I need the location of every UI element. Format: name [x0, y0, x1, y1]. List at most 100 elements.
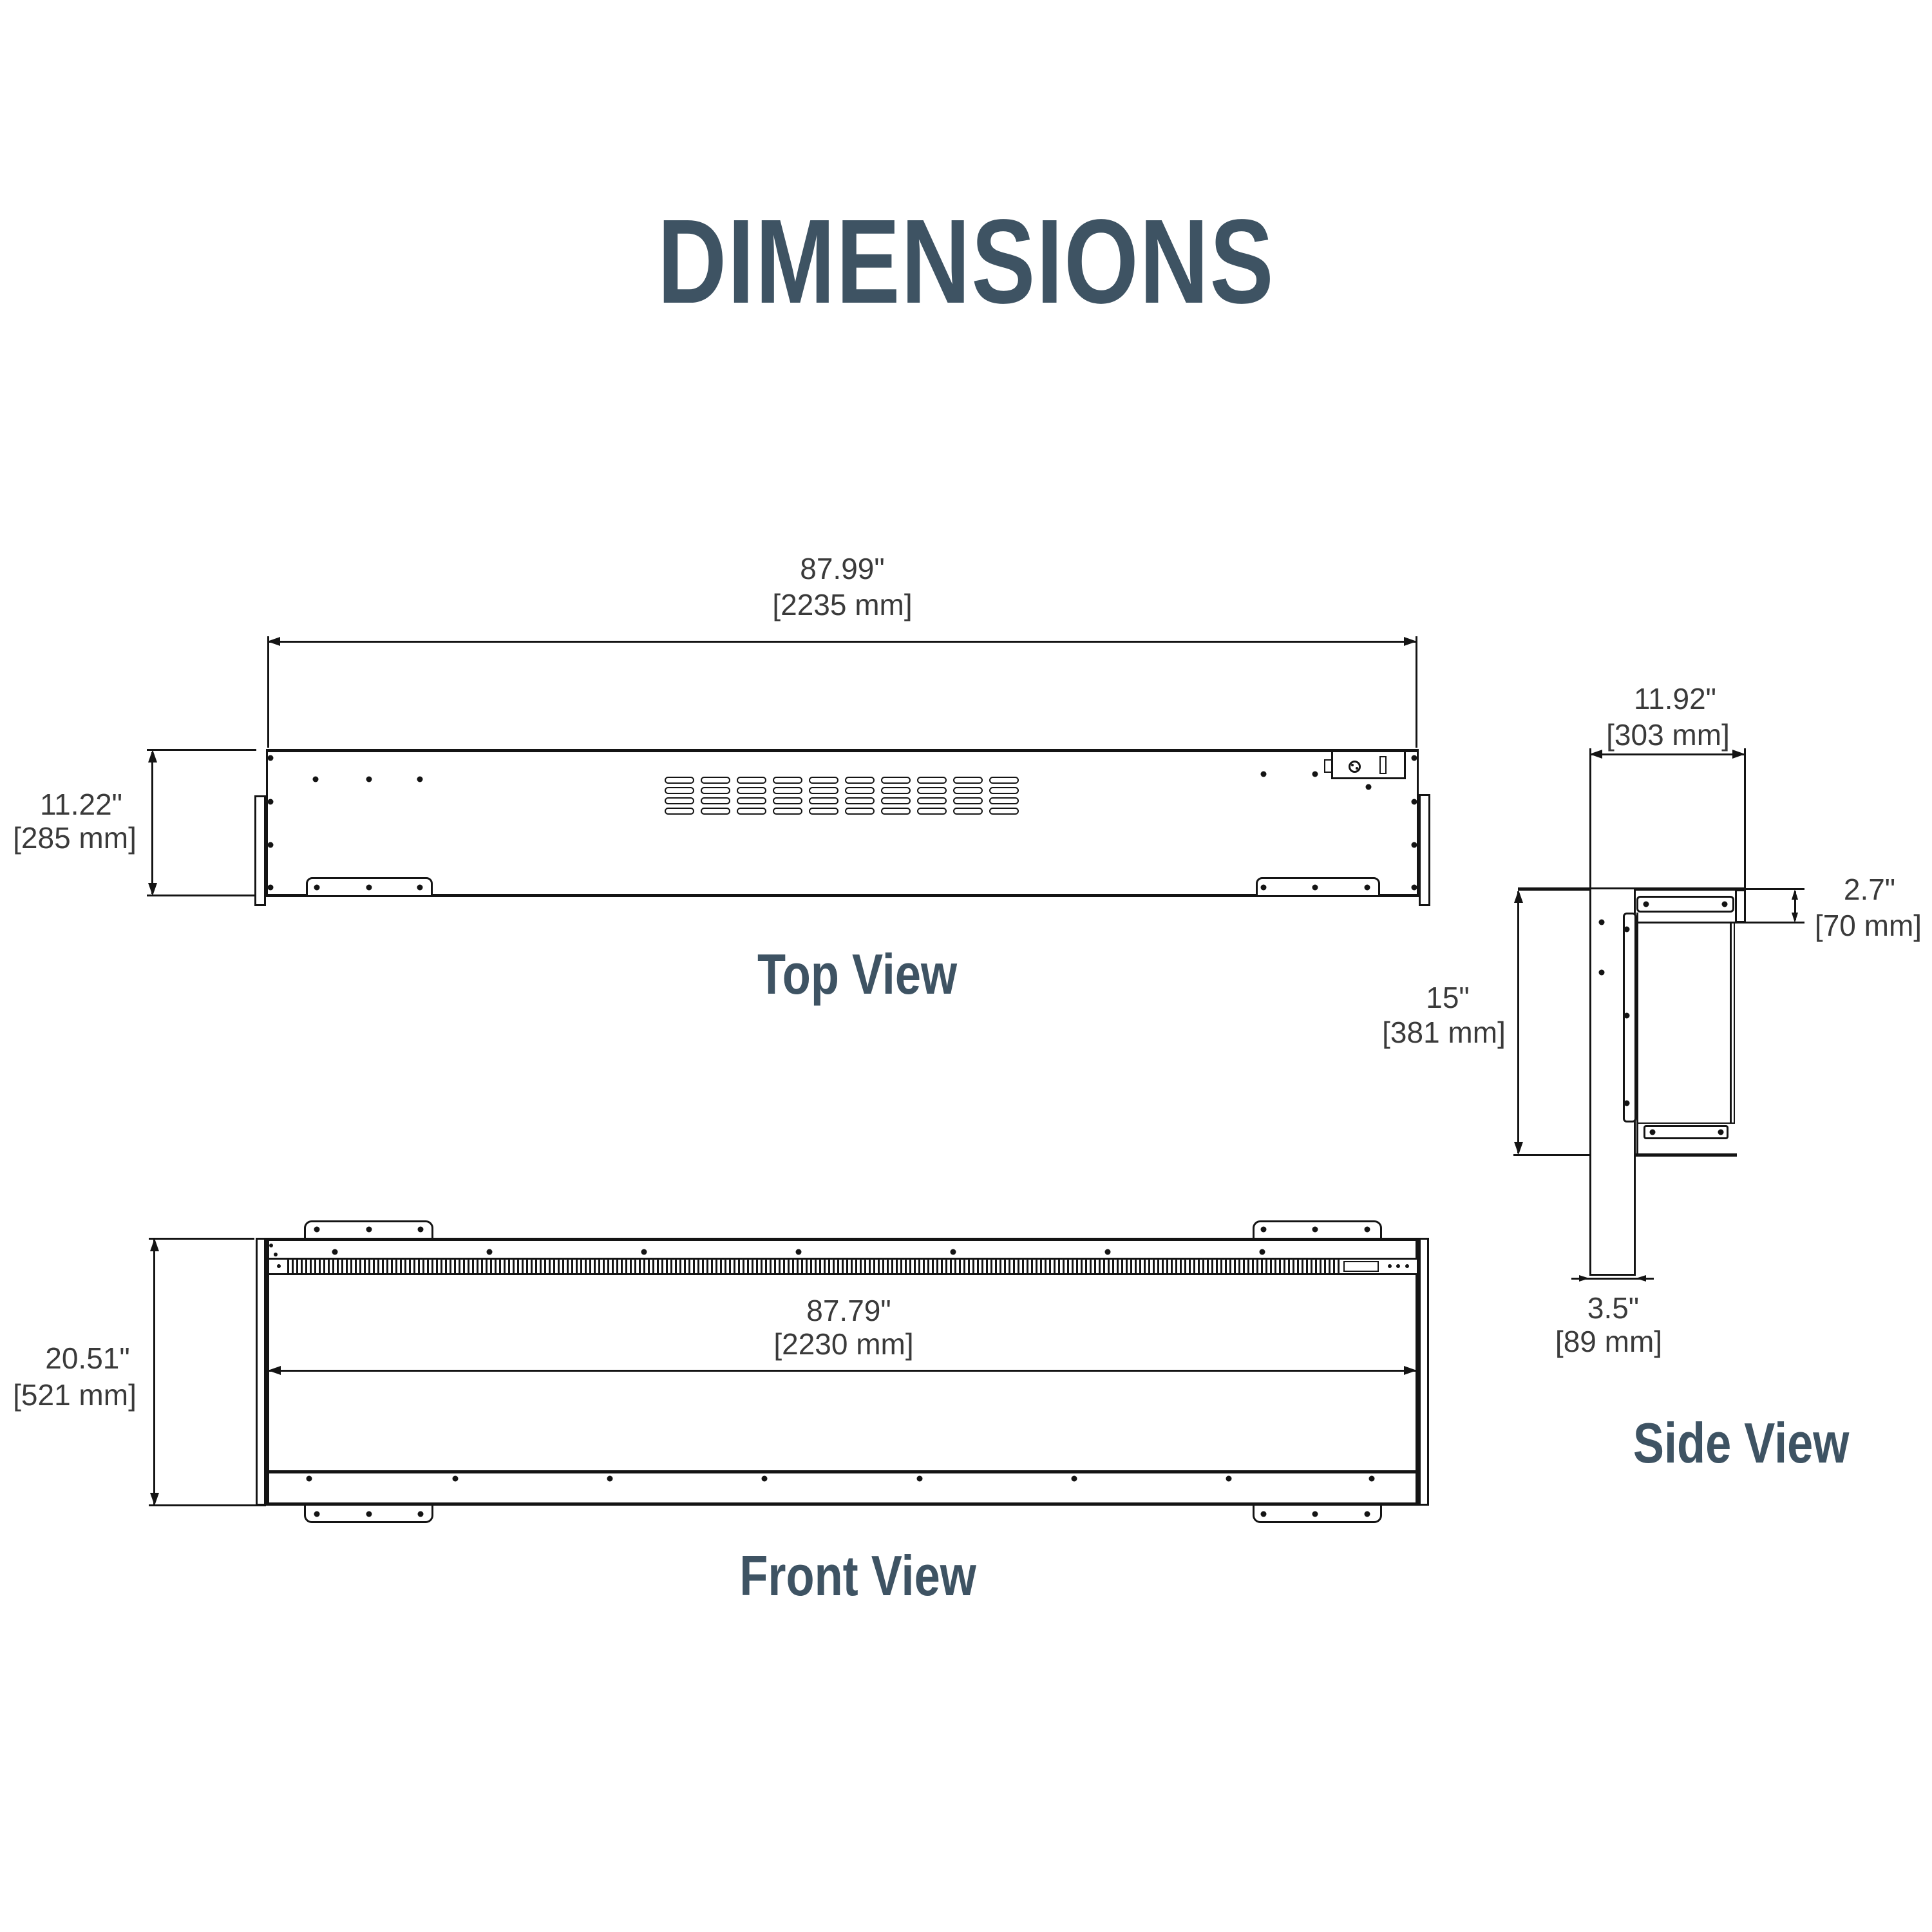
- vent-slot: [665, 777, 694, 784]
- top-bracket: [1636, 896, 1734, 913]
- screw-hole: [1624, 1100, 1630, 1106]
- vent-grid: [665, 777, 1019, 815]
- vent-slot: [989, 787, 1019, 794]
- mounting-bracket: [1256, 877, 1380, 897]
- vent-slot: [773, 808, 802, 815]
- vent-slot: [881, 777, 911, 784]
- side-top-surface: [1518, 887, 1746, 891]
- firebox-top-line: [1636, 922, 1735, 923]
- screw-hole: [916, 1475, 923, 1482]
- vent-slot: [953, 777, 983, 784]
- vent-slot: [917, 797, 947, 804]
- front-view-right-strip: [1419, 1238, 1429, 1506]
- front-view-body: [266, 1238, 1419, 1506]
- side-lip-dim-line: [1794, 891, 1796, 920]
- side-lip-inches: 2.7": [1843, 873, 1896, 906]
- side-height-mm: [381 mm]: [1382, 1016, 1506, 1049]
- vent-slot: [701, 797, 730, 804]
- top-view-left-lip: [254, 795, 266, 906]
- arrow-right-icon: [1579, 1275, 1589, 1282]
- arrow-left-icon: [268, 1366, 281, 1375]
- screw-hole: [1259, 1249, 1265, 1255]
- vent-slot: [737, 777, 766, 784]
- vent-slot: [989, 808, 1019, 815]
- front-width-mm: [2230 mm]: [773, 1327, 914, 1361]
- extension-line: [149, 1238, 254, 1240]
- arrow-right-icon: [1404, 1366, 1417, 1375]
- front-glass-line: [1734, 923, 1735, 1124]
- screw-hole: [1364, 1226, 1370, 1233]
- firebox-bottom-line: [1636, 1122, 1735, 1124]
- mounting-bracket: [306, 877, 433, 897]
- screw-hole: [1624, 1012, 1630, 1019]
- extension-line: [1589, 748, 1591, 889]
- vent-slot: [809, 777, 838, 784]
- screw-hole: [1260, 771, 1267, 777]
- screw-hole: [795, 1249, 802, 1255]
- screw-hole: [1598, 919, 1605, 925]
- extension-line: [149, 1504, 266, 1506]
- vent-slot: [773, 777, 802, 784]
- screw-hole: [417, 1226, 424, 1233]
- screw-hole: [267, 799, 274, 805]
- strip-module: [1343, 1261, 1379, 1272]
- control-box-tab: [1324, 759, 1332, 773]
- screw-hole: [1718, 1129, 1724, 1135]
- front-height-inches: 20.51": [45, 1341, 130, 1375]
- front-view-label: Front View: [739, 1544, 976, 1607]
- front-width-dim-line: [268, 1370, 1417, 1372]
- front-lower-line: [266, 1470, 1419, 1473]
- side-leg-mm: [89 mm]: [1555, 1325, 1663, 1358]
- screw-hole: [366, 1511, 372, 1517]
- screw-hole: [1365, 784, 1372, 790]
- side-view-label: Side View: [1633, 1411, 1850, 1475]
- side-height-dim-line: [1517, 891, 1519, 1153]
- screw-hole: [1312, 884, 1318, 891]
- side-depth-inches: 11.92": [1633, 682, 1717, 715]
- screw-hole: [1364, 884, 1370, 891]
- screw-hole: [1388, 1264, 1392, 1268]
- screw-hole: [1411, 884, 1417, 891]
- screw-hole: [267, 842, 274, 848]
- front-glass-line: [1730, 923, 1732, 1124]
- screw-hole: [1312, 1226, 1318, 1233]
- screw-hole: [1405, 1264, 1409, 1268]
- top-view-label: Top View: [757, 942, 958, 1006]
- top-view-right-lip: [1419, 794, 1430, 906]
- arrow-up-icon: [148, 750, 157, 762]
- vent-slot: [989, 777, 1019, 784]
- screw-hole: [306, 1475, 312, 1482]
- arrow-down-icon: [1514, 1142, 1523, 1155]
- screw-hole: [1643, 901, 1649, 907]
- arrow-left-icon: [1636, 1275, 1646, 1282]
- side-depth-dim-line: [1589, 753, 1745, 755]
- screw-hole: [269, 1244, 273, 1247]
- vent-slot: [917, 808, 947, 815]
- vent-slot: [917, 787, 947, 794]
- vent-slot: [881, 797, 911, 804]
- vent-slot: [989, 797, 1019, 804]
- screw-hole: [366, 776, 372, 782]
- screw-hole: [274, 1253, 278, 1256]
- front-height-mm: [521 mm]: [13, 1378, 137, 1412]
- extension-line: [1513, 1154, 1589, 1156]
- vent-slot: [809, 797, 838, 804]
- vent-slot: [845, 797, 875, 804]
- extension-line: [1746, 888, 1804, 890]
- arrow-down-icon: [150, 1493, 159, 1506]
- side-leg-inches: 3.5": [1587, 1291, 1640, 1325]
- extension-line: [1416, 636, 1417, 748]
- arrow-up-icon: [150, 1238, 159, 1251]
- arrow-left-icon: [267, 637, 280, 646]
- screw-hole: [1411, 799, 1417, 805]
- screw-hole: [417, 776, 423, 782]
- top-depth-mm: [285 mm]: [13, 821, 137, 855]
- arrow-down-icon: [1792, 913, 1798, 923]
- vent-slot: [845, 777, 875, 784]
- vent-slot: [845, 808, 875, 815]
- screw-hole: [607, 1475, 613, 1482]
- vent-slot: [701, 808, 730, 815]
- side-height-inches: 15": [1426, 981, 1470, 1014]
- screw-hole: [1624, 926, 1630, 933]
- extension-line: [1735, 922, 1804, 923]
